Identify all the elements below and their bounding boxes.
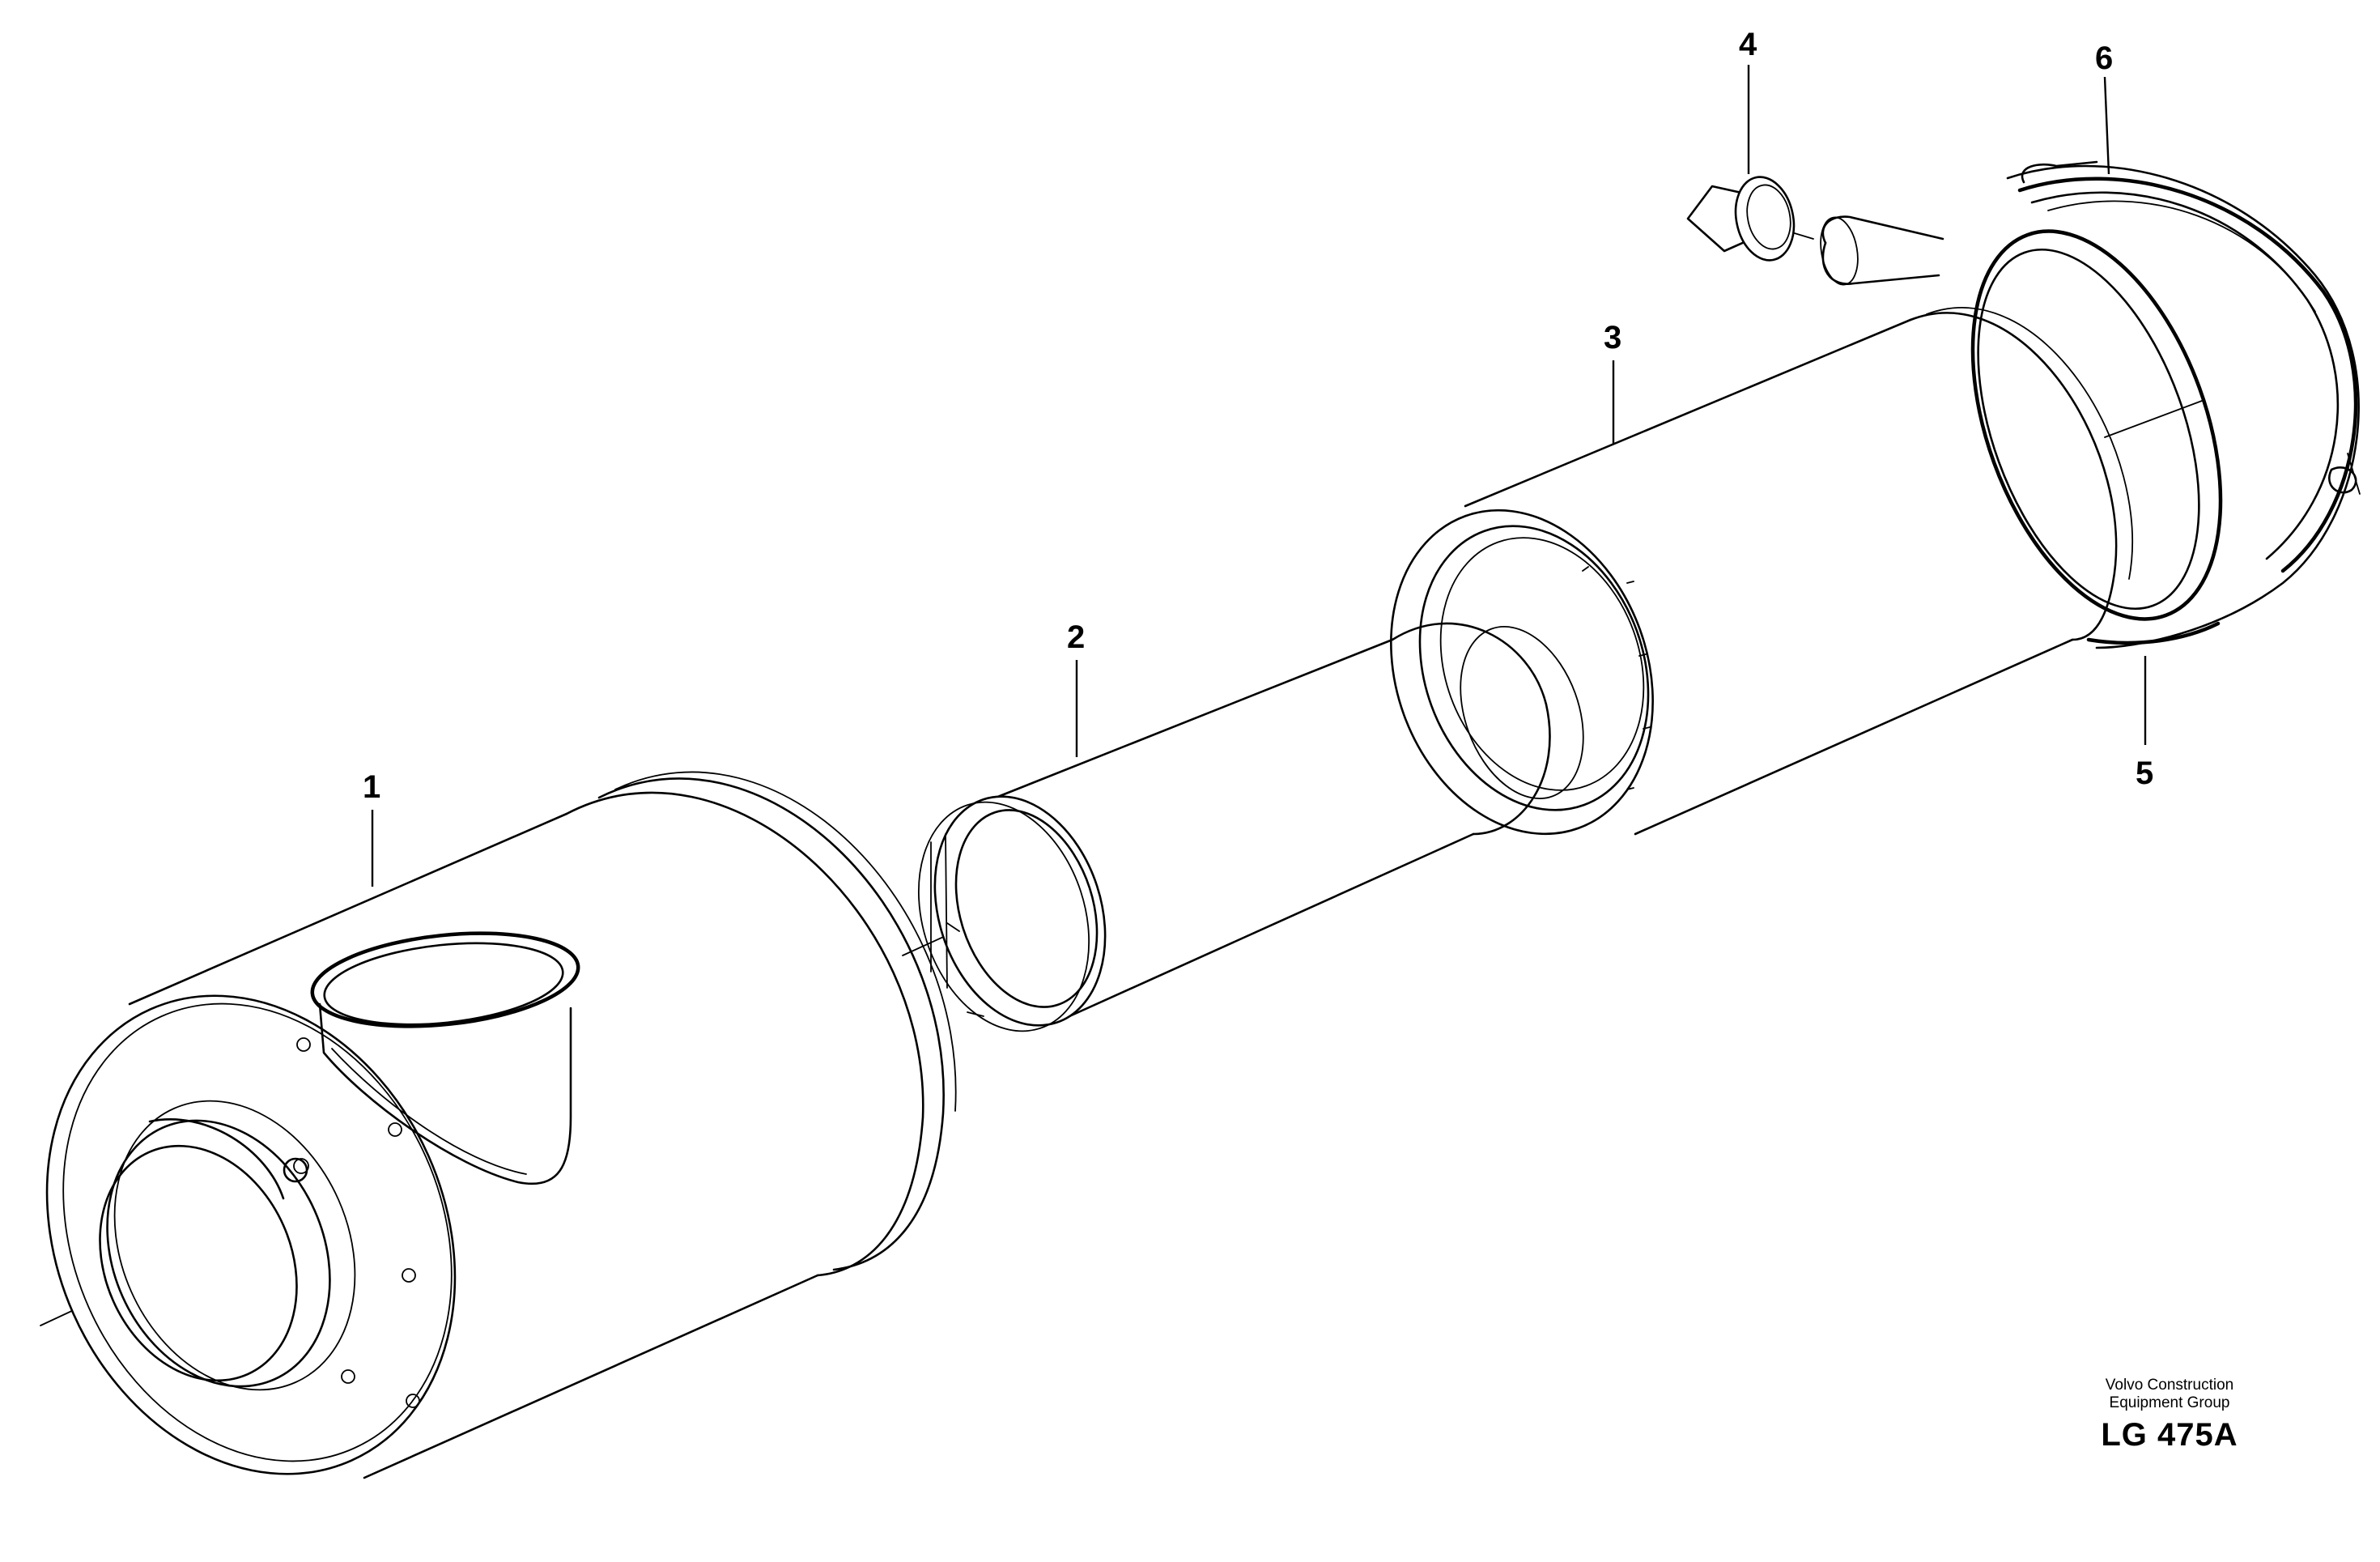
company-name-line2: Equipment Group [2109, 1394, 2230, 1411]
leader-lines [371, 65, 2147, 887]
callout-6: 6 [2095, 40, 2113, 76]
part-3-filter-body [1390, 307, 2133, 836]
part-6-cover-with-clamp [1970, 160, 2361, 649]
callout-1: 1 [363, 769, 380, 805]
part-1-filter-housing [45, 771, 957, 1479]
callout-5: 5 [2136, 755, 2153, 791]
callout-labels: 1 2 3 4 5 6 [363, 27, 2153, 805]
company-name-line1: Volvo Construction [2105, 1377, 2234, 1394]
part-5-seal-ring [2086, 621, 2221, 645]
drawing-code: LG 475A [2101, 1417, 2238, 1453]
part-4-dust-valve [1686, 176, 1944, 286]
callout-2: 2 [1067, 619, 1085, 655]
callout-4: 4 [1739, 27, 1757, 62]
part-2-primary-filter-element [917, 638, 1475, 1032]
drawing-caption: Volvo Construction Equipment Group LG 47… [1975, 1377, 2364, 1454]
callout-3: 3 [1604, 320, 1621, 355]
